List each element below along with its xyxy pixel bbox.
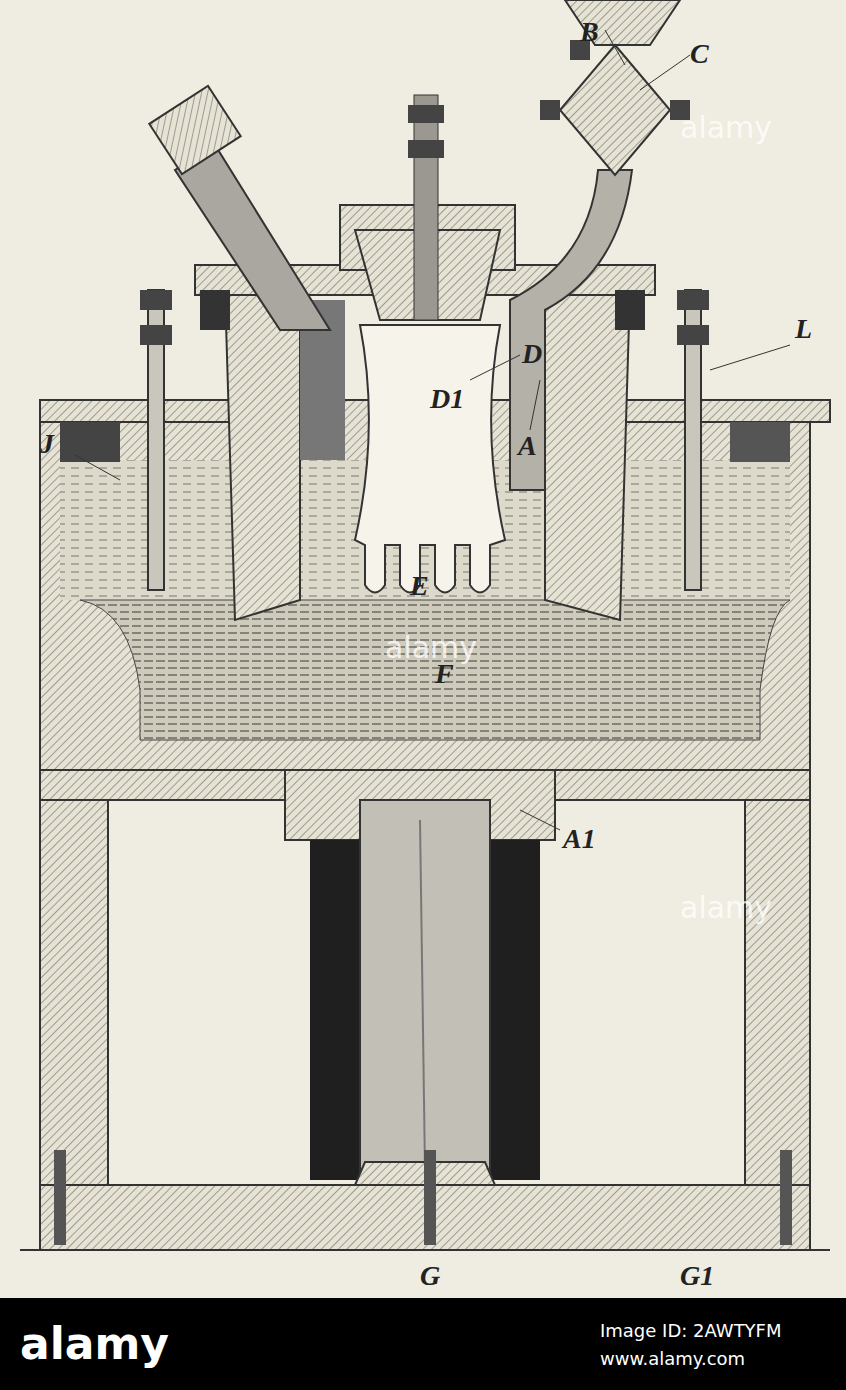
callout-letter: E <box>410 572 429 600</box>
brand-logo: alamy <box>20 1318 169 1369</box>
callout-letter: J <box>40 430 54 458</box>
image-id: Image ID: 2AWTYFM <box>600 1320 782 1341</box>
callout-letter: B <box>580 18 599 46</box>
watermark: alamy <box>385 630 477 665</box>
site-url: www.alamy.com <box>600 1348 745 1369</box>
callout-letter: G <box>420 1262 440 1290</box>
callout-letter: D <box>522 340 542 368</box>
callout-letter: A1 <box>563 825 596 853</box>
callout-letter: D1 <box>430 385 464 413</box>
callout-letter: C <box>690 40 709 68</box>
callout-letter: L <box>795 315 812 343</box>
callout-letter: A <box>518 432 537 460</box>
callout-letter: G1 <box>680 1262 714 1290</box>
watermark: alamy <box>680 890 772 925</box>
watermark: alamy <box>680 110 772 145</box>
